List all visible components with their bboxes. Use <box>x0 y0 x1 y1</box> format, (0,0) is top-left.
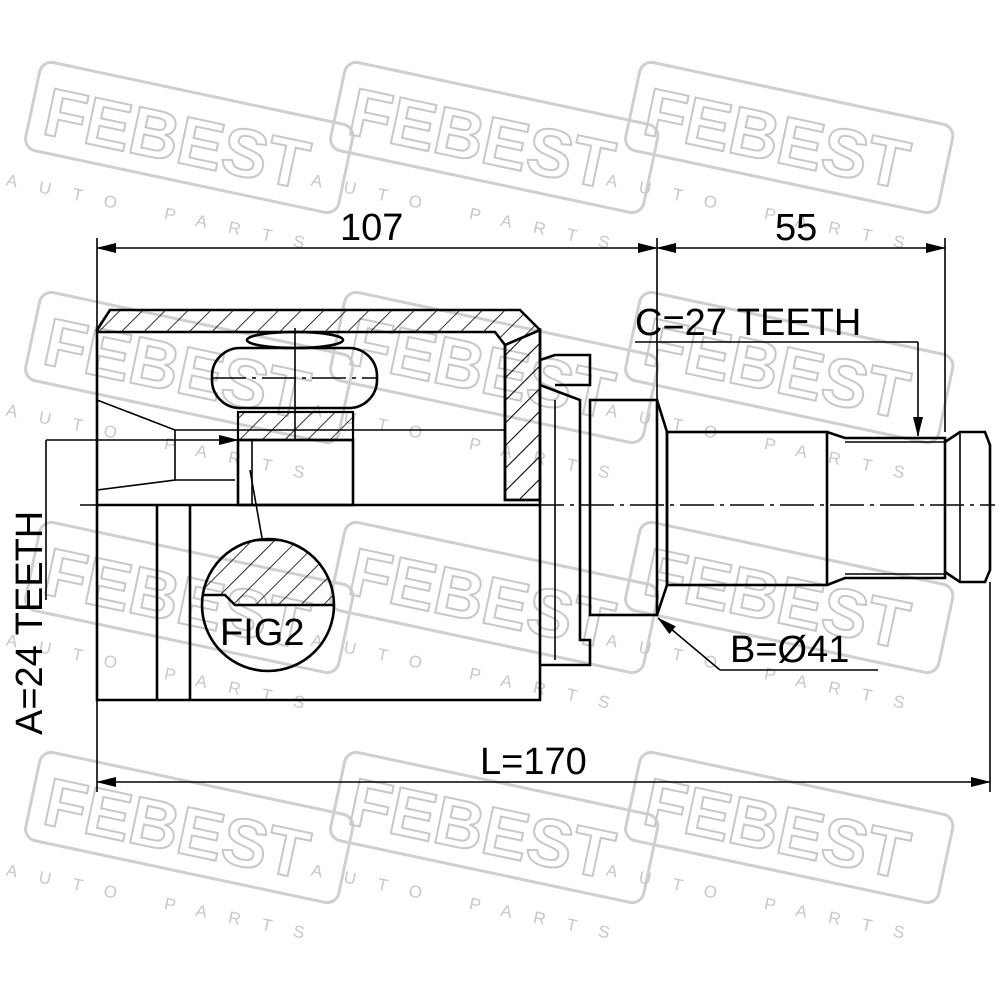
dim-label-170: L=170 <box>480 741 587 783</box>
watermark-layer: FEBEST AUTO PARTS FEBEST AUTO PARTS FEBE… <box>4 60 955 947</box>
leader-inner-spline: A=24 TEETH <box>9 435 239 735</box>
dim-label-107: 107 <box>340 207 403 249</box>
watermark-logo: FEBEST AUTO PARTS <box>604 750 955 947</box>
svg-text:FEBEST: FEBEST <box>343 764 621 894</box>
label-outer-spline: C=27 TEETH <box>635 302 861 344</box>
svg-text:FEBEST: FEBEST <box>638 764 916 894</box>
dimension-housing-length: 107 <box>96 207 658 400</box>
svg-text:FEBEST: FEBEST <box>38 74 316 204</box>
fig2-detail: FIG2 <box>200 469 336 673</box>
fig2-label: FIG2 <box>220 612 304 654</box>
leader-seal-diameter: B=Ø41 <box>657 617 878 671</box>
watermark-logo: FEBEST AUTO PARTS <box>4 750 355 947</box>
svg-text:FEBEST: FEBEST <box>343 74 621 204</box>
dim-label-55: 55 <box>775 207 817 249</box>
label-inner-spline: A=24 TEETH <box>9 511 51 735</box>
tripod-roller <box>210 328 379 507</box>
output-shaft <box>665 430 992 587</box>
leader-outer-spline: C=27 TEETH <box>635 302 923 437</box>
dimension-total-length: L=170 <box>96 582 991 792</box>
svg-text:FEBEST: FEBEST <box>38 764 316 894</box>
dimension-shaft-length: 55 <box>656 207 946 432</box>
watermark-logo: FEBEST AUTO PARTS <box>309 520 660 717</box>
svg-text:FEBEST: FEBEST <box>638 74 916 204</box>
label-seal-diameter: B=Ø41 <box>730 629 849 671</box>
housing-section <box>95 308 542 702</box>
watermark-logo: FEBEST AUTO PARTS <box>4 60 355 257</box>
